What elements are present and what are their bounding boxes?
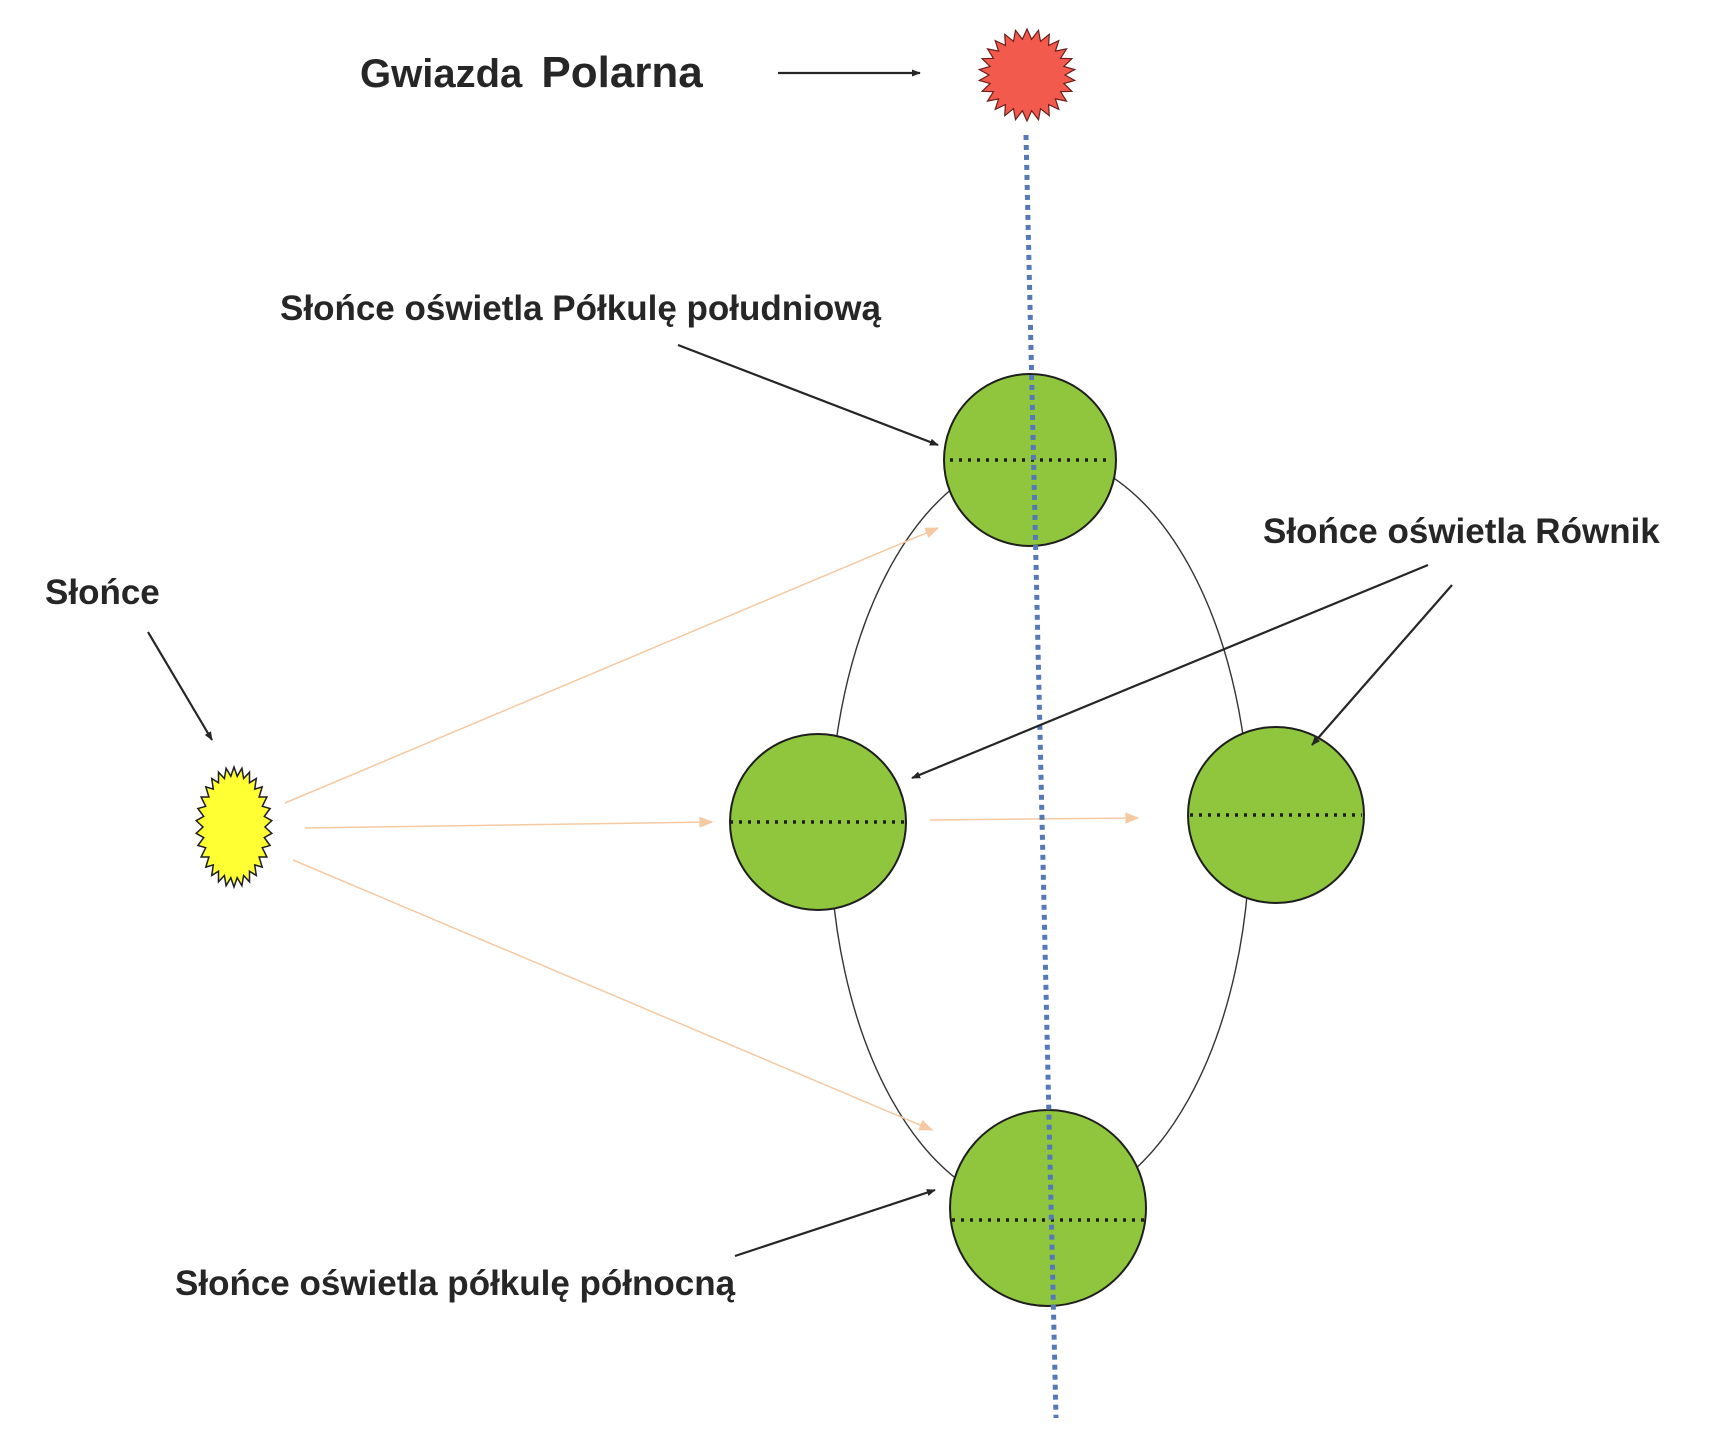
sun-ray-lower — [292, 859, 934, 1131]
southern-arrow — [677, 343, 939, 447]
sun-label: Słońce — [45, 573, 160, 612]
spiky-sun-icon — [194, 764, 274, 890]
polaris-label-prefix: Gwiazda — [360, 52, 523, 96]
sun-ray-middle — [304, 816, 714, 829]
earth-bottom — [949, 1109, 1147, 1307]
earth-axis-line — [1023, 134, 1059, 1419]
earth-left — [729, 733, 907, 911]
southern-hemisphere-label: Słońce oświetla Półkulę południową — [280, 289, 881, 328]
northern-hemisphere-label: Słońce oświetla półkulę północną — [175, 1264, 736, 1303]
sun-ray-middle-right — [929, 812, 1140, 824]
sun-ray-upper — [284, 527, 940, 804]
earth-globe — [1187, 726, 1365, 904]
earth-globe — [949, 1109, 1147, 1307]
sun-arrow — [147, 631, 213, 741]
earth-right — [1187, 726, 1365, 904]
label-arrows — [147, 69, 1453, 1258]
earth-globe — [729, 733, 907, 911]
northern-arrow — [734, 1188, 936, 1258]
spiky-star-icon — [977, 27, 1077, 123]
earth-globe — [943, 373, 1117, 547]
equator-arrow-right — [1311, 584, 1453, 746]
equator-label: Słońce oświetla Równik — [1263, 512, 1660, 551]
sun-rays — [284, 527, 1140, 1131]
sun-shape — [194, 764, 274, 890]
polaris-label-name: Polarna — [541, 48, 703, 97]
earth-top — [943, 373, 1117, 547]
polaris-label: Gwiazda Polarna — [360, 48, 703, 97]
polaris-star-shape — [977, 27, 1077, 123]
equator-arrow-left — [911, 563, 1429, 780]
